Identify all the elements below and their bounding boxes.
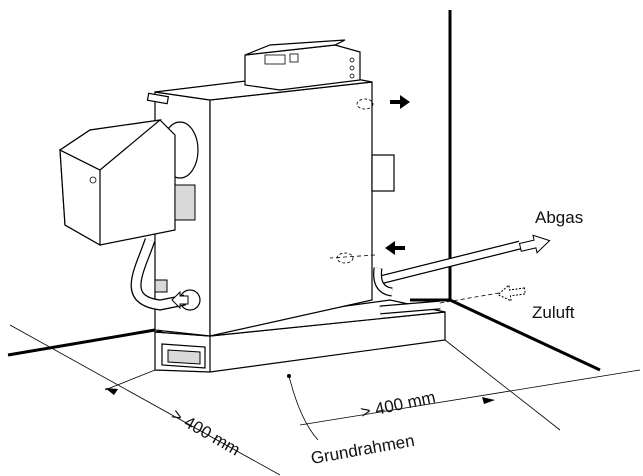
exhaust-arrow-icon	[518, 234, 551, 254]
intake-pipe	[379, 301, 441, 314]
intake-arrow-icon	[497, 284, 526, 302]
internal-dashed-line	[329, 254, 376, 259]
burner-screw	[89, 176, 97, 184]
label-dim-left: > 400 mm	[168, 405, 243, 459]
top-handle	[146, 92, 170, 105]
dim-right-line	[299, 369, 641, 426]
air-hose	[131, 238, 186, 310]
label-abgas: Abgas	[535, 208, 583, 227]
control-panel-top	[244, 39, 346, 56]
dim-left-line	[9, 324, 281, 476]
grundrahmen-leader-line	[288, 375, 319, 441]
floor-wall-line-right	[449, 298, 601, 372]
exhaust-elbow	[374, 267, 393, 296]
intake-dashed-line	[439, 291, 506, 304]
base-frame-opening-inner	[167, 349, 201, 365]
flow-arrows	[171, 95, 551, 310]
indicator-light-3	[349, 73, 355, 79]
dim-right-arrow-icon	[482, 397, 495, 404]
indicator-light-2	[349, 65, 355, 71]
label-dim-right: > 400 mm	[359, 388, 437, 422]
rear-pipe-connection	[371, 154, 395, 192]
burner-motor	[174, 184, 196, 221]
dashed-outlet-lower	[336, 252, 354, 264]
label-grundrahmen: Grundrahmen	[309, 431, 416, 468]
dim-left-arrow-icon	[105, 388, 118, 395]
burner-unit	[58, 119, 196, 311]
exhaust-pipe	[379, 241, 521, 284]
dim-right-extension	[444, 339, 561, 431]
dim-left-extension	[104, 369, 156, 391]
burner-housing-top	[58, 119, 163, 171]
room-lines	[7, 10, 601, 372]
air-inlet-arrow-icon	[171, 290, 189, 310]
indicator-light-1	[349, 57, 355, 63]
pipes	[329, 240, 522, 315]
hose-clamp	[154, 279, 168, 293]
control-switch	[289, 53, 299, 63]
control-display	[264, 54, 286, 65]
return-arrow-icon	[385, 241, 405, 255]
label-zuluft: Zuluft	[532, 303, 575, 322]
dimension-lines	[9, 324, 641, 476]
outlet-arrow-icon	[390, 95, 410, 109]
floor-wall-line-left	[7, 328, 156, 357]
boiler-front-panel	[209, 81, 373, 337]
dashed-outlet-upper	[356, 98, 374, 110]
